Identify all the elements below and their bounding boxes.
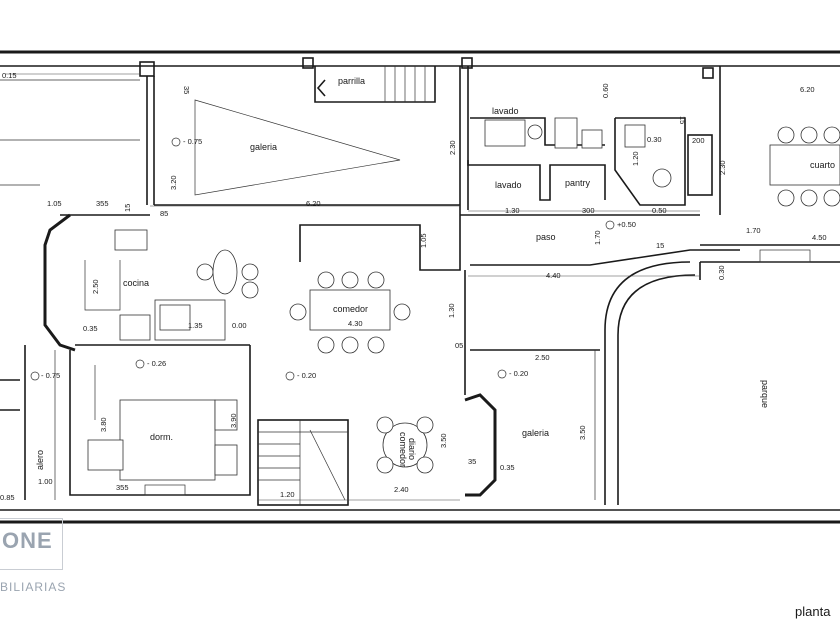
room-label-comedor: comedor (333, 304, 368, 314)
level-marker-2: - 0.26 (147, 359, 166, 368)
dim-355: 355 (96, 199, 109, 208)
room-label-pantry: pantry (565, 178, 591, 188)
paso-area (470, 244, 840, 266)
level-marker-4: - 0.20 (297, 371, 316, 380)
brand-subtitle: BILIARIAS (0, 580, 67, 594)
level-markers: - 0.75 - 0.26 - 0.75 - 0.20 - 0.20 +0.50 (30, 137, 636, 381)
room-label-comedor-diario-2: diario (407, 438, 417, 460)
dim-620-top: 6.20 (800, 85, 815, 94)
dim-350b: 3.50 (578, 425, 587, 440)
dim-230a: 2.30 (448, 140, 457, 155)
dim-170: 1.70 (593, 230, 602, 245)
alero (0, 345, 56, 500)
dim-250: 2.50 (91, 279, 100, 294)
dim-430: 4.30 (348, 319, 363, 328)
dim-135: 1.35 (188, 321, 203, 330)
room-label-paso: paso (536, 232, 556, 242)
parrilla-stairs (302, 57, 714, 103)
room-label-parrilla: parrilla (338, 76, 365, 86)
dim-030b: 0.30 (717, 265, 726, 280)
dim-120: 1.20 (280, 490, 295, 499)
left-strip (0, 61, 155, 205)
dim-060: 0.60 (601, 83, 610, 98)
dim-100: 1.00 (38, 477, 53, 486)
dim-15b: 15 (678, 116, 687, 124)
dim-350: 3.50 (439, 433, 448, 448)
dim-380: 3.80 (99, 417, 108, 432)
room-label-cocina: cocina (123, 278, 149, 288)
dim-35b: 35 (468, 457, 476, 466)
dim-450: 4.50 (812, 233, 827, 242)
brand-watermark-box (0, 518, 63, 570)
dining-table (289, 271, 411, 354)
cuarto-furniture (719, 66, 840, 215)
plan-title: planta (795, 604, 831, 619)
room-labels: parrilla galeria lavado lavado pantry cu… (35, 76, 835, 470)
level-marker-6: +0.50 (617, 220, 636, 229)
level-marker-5: - 0.20 (509, 369, 528, 378)
dim-030: 0.30 (647, 135, 662, 144)
dim-000: 0.00 (232, 321, 247, 330)
dim-300: 300 (582, 206, 595, 215)
dim-050: 0.50 (652, 206, 667, 215)
dim-230b: 2.30 (718, 160, 727, 175)
dim-130b: 1.30 (447, 303, 456, 318)
dim-240: 2.40 (394, 485, 409, 494)
galeria-bottom-bay (464, 270, 600, 500)
dim-130a: 1.30 (505, 206, 520, 215)
dim-35a: 35 (182, 86, 191, 94)
dim-320: 3.20 (169, 175, 178, 190)
room-label-parque: parque (760, 380, 770, 408)
brand-logo: ONE (2, 528, 53, 553)
breakfast-nook (376, 416, 434, 474)
dim-120b: 1.20 (631, 151, 640, 166)
dim-15a: 15 (123, 204, 132, 212)
room-label-dorm: dorm. (150, 432, 173, 442)
level-marker-1: - 0.75 (183, 137, 202, 146)
dim-390: 3.90 (229, 413, 238, 428)
dimensions: 0.15 35 0.60 6.20 2.30 3.20 6.20 1.05 35… (0, 71, 827, 502)
dim-15c: 15 (656, 241, 664, 250)
dim-250b: 2.50 (535, 353, 550, 362)
core-walls (154, 66, 713, 271)
dim-105b: 1.05 (419, 233, 428, 248)
room-label-lavado-top: lavado (492, 106, 519, 116)
dim-355b: 355 (116, 483, 129, 492)
dim-105: 1.05 (47, 199, 62, 208)
dim-200: 200 (692, 136, 705, 145)
dim-035: 0.35 (83, 324, 98, 333)
dim-085: 0.85 (0, 493, 15, 502)
dim-170b: 1.70 (746, 226, 761, 235)
parque-wall (604, 261, 701, 505)
dim-035b: 0.35 (500, 463, 515, 472)
room-label-galeria-top: galeria (250, 142, 277, 152)
dim-05: 05 (455, 341, 463, 350)
room-label-comedor-diario-1: comedor (398, 432, 408, 467)
level-marker-3: - 0.75 (41, 371, 60, 380)
room-label-cuarto: cuarto (810, 160, 835, 170)
room-label-alero: alero (35, 450, 45, 470)
dim-620: 6.20 (306, 199, 321, 208)
dim-015: 0.15 (2, 71, 17, 80)
dim-440: 4.40 (546, 271, 561, 280)
dim-85: 85 (160, 209, 168, 218)
kitchen (43, 213, 259, 352)
room-label-lavado: lavado (495, 180, 522, 190)
bedroom (69, 345, 251, 496)
central-stairs (257, 419, 349, 506)
galeria-top-marker (194, 99, 401, 196)
room-label-galeria-bottom: galeria (522, 428, 549, 438)
